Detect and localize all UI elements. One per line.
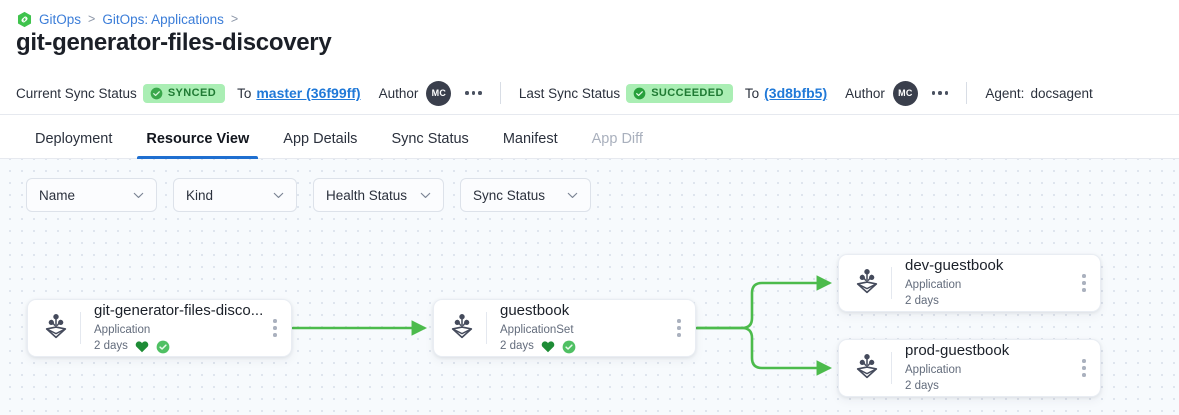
node-more-icon[interactable] xyxy=(1082,274,1086,292)
agent-info: Agent: docsagent xyxy=(985,86,1092,101)
last-sync-status-label: Last Sync Status xyxy=(518,85,621,101)
filter-kind-label: Kind xyxy=(186,187,214,203)
graph-node-dev-guestbook[interactable]: dev-guestbook Application 2 days xyxy=(838,254,1101,312)
last-sync-more-icon[interactable] xyxy=(931,91,949,95)
node-content: guestbook ApplicationSet 2 days xyxy=(487,302,669,354)
node-kind: Application xyxy=(94,324,151,336)
chevron-down-icon xyxy=(567,192,578,198)
node-more-icon[interactable] xyxy=(677,319,681,337)
node-age: 2 days xyxy=(94,340,128,352)
tab-app-details[interactable]: App Details xyxy=(283,131,358,147)
current-revision-link[interactable]: master (36f99ff) xyxy=(256,85,361,101)
node-more-icon[interactable] xyxy=(1082,359,1086,377)
node-footer: 2 days xyxy=(94,339,265,354)
divider xyxy=(891,267,892,299)
resource-graph-canvas[interactable]: Name Kind Health Status Sync Status xyxy=(0,159,1179,415)
current-author-label: Author xyxy=(378,85,419,101)
health-heart-icon xyxy=(135,341,149,353)
filter-bar: Name Kind Health Status Sync Status xyxy=(26,178,591,212)
breadcrumb-separator: > xyxy=(230,12,239,26)
node-age: 2 days xyxy=(905,380,939,392)
tab-sync-status[interactable]: Sync Status xyxy=(391,131,469,147)
filter-sync-status-label: Sync Status xyxy=(473,187,546,203)
node-footer: 2 days xyxy=(905,294,1074,309)
filter-kind[interactable]: Kind xyxy=(173,178,297,212)
graph-node-git-generator-files-discovery[interactable]: git-generator-files-disco... Application… xyxy=(27,299,292,357)
chevron-down-icon xyxy=(420,192,431,198)
agent-value: docsagent xyxy=(1030,85,1093,101)
status-badge-succeeded-text: SUCCEEDED xyxy=(651,87,724,99)
node-kind: Application xyxy=(905,279,962,291)
node-age: 2 days xyxy=(905,295,939,307)
node-name: git-generator-files-disco... xyxy=(94,302,264,319)
tab-bar: Deployment Resource View App Details Syn… xyxy=(0,115,1179,159)
breadcrumb: GitOps > GitOps: Applications > xyxy=(16,9,239,29)
status-badge-succeeded: SUCCEEDED xyxy=(626,83,733,103)
last-author-label: Author xyxy=(845,85,885,101)
node-kind: ApplicationSet xyxy=(500,324,574,336)
current-to-label: To xyxy=(237,85,252,101)
chevron-down-icon xyxy=(273,192,284,198)
node-name: prod-guestbook xyxy=(905,342,1010,359)
divider xyxy=(486,312,487,344)
node-age: 2 days xyxy=(500,340,534,352)
node-footer: 2 days xyxy=(500,339,669,354)
sync-check-icon xyxy=(562,340,576,353)
graph-node-guestbook[interactable]: guestbook ApplicationSet 2 days xyxy=(433,299,696,357)
tab-resource-view[interactable]: Resource View xyxy=(129,131,266,159)
node-more-icon[interactable] xyxy=(273,319,277,337)
node-name: dev-guestbook xyxy=(905,257,1004,274)
status-badge-synced-text: SYNCED xyxy=(167,87,217,99)
filter-sync-status[interactable]: Sync Status xyxy=(460,178,591,212)
status-badge-synced: SYNCED xyxy=(142,83,226,103)
divider xyxy=(499,82,501,104)
argocd-application-icon xyxy=(856,354,878,379)
agent-label: Agent: xyxy=(985,85,1025,101)
graph-node-prod-guestbook[interactable]: prod-guestbook Application 2 days xyxy=(838,339,1101,397)
avatar[interactable]: MC xyxy=(426,80,452,106)
divider xyxy=(966,82,968,104)
check-circle-icon xyxy=(150,87,163,99)
health-heart-icon xyxy=(541,341,555,353)
edge-set-to-prod xyxy=(695,326,833,376)
chevron-down-icon xyxy=(133,192,144,198)
gitops-icon xyxy=(17,11,32,27)
status-bar: Current Sync Status SYNCED To master (36… xyxy=(0,72,1179,115)
argocd-application-icon xyxy=(856,269,878,294)
breadcrumb-separator: > xyxy=(88,12,96,26)
node-kind: Application xyxy=(905,364,962,376)
node-footer: 2 days xyxy=(905,379,1074,394)
last-revision-link[interactable]: (3d8bfb5) xyxy=(764,85,828,101)
breadcrumb-item-gitops[interactable]: GitOps xyxy=(39,11,82,27)
tab-deployment[interactable]: Deployment xyxy=(35,131,113,147)
tab-manifest[interactable]: Manifest xyxy=(502,131,558,147)
node-content: dev-guestbook Application 2 days xyxy=(892,257,1074,309)
sync-check-icon xyxy=(156,340,170,353)
avatar[interactable]: MC xyxy=(892,80,918,106)
argocd-application-icon xyxy=(45,314,67,339)
node-content: git-generator-files-disco... Application… xyxy=(81,302,265,354)
filter-name[interactable]: Name xyxy=(26,178,157,212)
argocd-applicationset-icon xyxy=(451,314,473,339)
filter-health-status-label: Health Status xyxy=(326,187,408,203)
filter-name-label: Name xyxy=(39,187,76,203)
last-to-label: To xyxy=(744,85,760,101)
tab-app-diff: App Diff xyxy=(591,131,643,147)
current-sync-status-label: Current Sync Status xyxy=(16,85,137,101)
divider xyxy=(891,352,892,384)
node-content: prod-guestbook Application 2 days xyxy=(892,342,1074,394)
divider xyxy=(80,312,81,344)
edge-set-to-dev xyxy=(695,275,833,330)
current-sync-more-icon[interactable] xyxy=(465,91,482,95)
node-name: guestbook xyxy=(500,302,570,319)
filter-health-status[interactable]: Health Status xyxy=(313,178,444,212)
check-circle-icon xyxy=(633,87,646,99)
breadcrumb-item-applications[interactable]: GitOps: Applications xyxy=(102,11,224,27)
page-title: git-generator-files-discovery xyxy=(16,29,332,56)
